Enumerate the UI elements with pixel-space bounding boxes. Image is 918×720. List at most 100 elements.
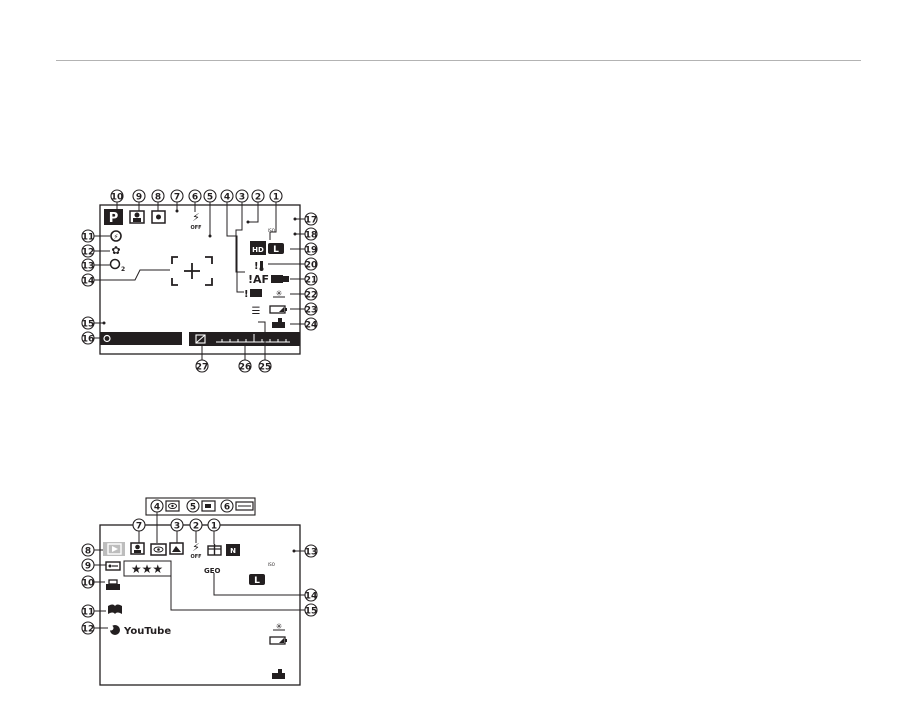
left-leader-lines: [94, 235, 170, 339]
svg-text:14: 14: [82, 277, 95, 287]
protect-icon: [105, 561, 121, 571]
print-order-icon: [106, 579, 120, 590]
svg-text:21: 21: [305, 276, 318, 286]
playback-lcd-frame: [99, 524, 301, 686]
exposure-comp-icon: [195, 334, 206, 344]
svg-text:10: 10: [111, 193, 124, 203]
svg-text:!: !: [254, 261, 259, 272]
playback-options-box: [145, 497, 256, 516]
bottom-leader-lines: [201, 321, 266, 360]
photobook-icon: [108, 604, 122, 614]
svg-text:N: N: [230, 547, 236, 555]
svg-text:11: 11: [82, 608, 95, 618]
svg-text:✿: ✿: [111, 244, 120, 257]
svg-text:19: 19: [305, 246, 318, 256]
svg-text:8: 8: [155, 193, 161, 203]
svg-text:23: 23: [305, 306, 318, 316]
upload-icon: [108, 625, 120, 635]
callout-pb-1: 1: [207, 518, 221, 532]
svg-text:☰: ☰: [252, 306, 261, 317]
svg-text:3: 3: [174, 522, 180, 532]
camera-warning-icon: !: [244, 289, 262, 300]
pb-scene-icon: [169, 542, 184, 555]
temperature-warning-icon: !: [254, 261, 264, 272]
svg-text:!: !: [244, 289, 249, 300]
svg-text:15: 15: [82, 320, 95, 330]
callout-pb-4: 4: [150, 499, 164, 513]
svg-text:⚡: ⚡: [192, 211, 200, 224]
dual-is-icon: [271, 275, 289, 283]
svg-text:5: 5: [207, 193, 213, 203]
svg-text:HD: HD: [252, 246, 264, 254]
pb-face-icon: [130, 542, 145, 555]
svg-text:5: 5: [190, 503, 196, 513]
frame-number-icon: N: [226, 544, 240, 556]
pb-battery-icon: [269, 636, 287, 645]
callout-pb-14: 14: [304, 588, 318, 602]
svg-text:17: 17: [305, 216, 318, 226]
hd-movie-icon: HD: [250, 241, 266, 255]
face-detection-icon: [129, 210, 145, 224]
svg-text:2: 2: [121, 266, 125, 273]
svg-text:9: 9: [85, 562, 91, 572]
red-eye-icon: [165, 500, 180, 512]
svg-text:L: L: [273, 245, 279, 255]
lead-dots: [175, 209, 250, 238]
svg-text:4: 4: [154, 503, 160, 513]
youtube-label: YouTube: [123, 626, 171, 637]
svg-text:7: 7: [174, 193, 180, 203]
callout-pb-12: 12: [81, 621, 95, 635]
camera-shake-icon: ☰: [252, 306, 261, 317]
program-mode-icon: [104, 209, 123, 225]
white-balance-icon: ✳: [273, 289, 285, 298]
svg-text:12: 12: [82, 625, 95, 635]
svg-text:9: 9: [136, 193, 142, 203]
svg-text:24: 24: [305, 321, 318, 331]
pb-red-eye-icon: [150, 543, 167, 556]
svg-text:OFF: OFF: [190, 554, 201, 560]
pb-flash-off-icon: ⚡ OFF: [190, 541, 201, 560]
playback-leader-lines: [94, 512, 305, 629]
callout-pb-5: 5: [186, 499, 200, 513]
callout-pb-8: 8: [81, 543, 95, 557]
svg-text:3: 3: [239, 193, 245, 203]
svg-text:13: 13: [82, 262, 95, 272]
svg-text:8: 8: [85, 547, 91, 557]
svg-text:⚡: ⚡: [114, 233, 119, 241]
callout-pb-7: 7: [132, 518, 146, 532]
callout-pb-10: 10: [81, 575, 95, 589]
header-rule: [56, 60, 861, 61]
svg-text:13: 13: [305, 548, 318, 558]
svg-text:18: 18: [305, 231, 318, 241]
status-icon: [103, 334, 111, 343]
panorama-icon: [235, 501, 254, 511]
callout-pb-11: 11: [81, 604, 95, 618]
svg-text:1: 1: [273, 193, 279, 203]
right-leader-lines: [268, 218, 305, 325]
svg-text:4: 4: [224, 193, 230, 203]
svg-text:7: 7: [136, 522, 142, 532]
status-bar: [100, 332, 182, 345]
af-warning-label: !AF: [248, 273, 269, 286]
pb-date-stamp-icon: [272, 669, 285, 679]
focus-frame: [171, 256, 213, 286]
svg-text:11: 11: [82, 233, 95, 243]
callout-pb-15: 15: [304, 603, 318, 617]
svg-text:2: 2: [193, 522, 199, 532]
callout-pb-9: 9: [81, 558, 95, 572]
svg-text:27: 27: [196, 363, 209, 373]
edit-icon: [201, 500, 216, 512]
iso-small-label: ISO: [268, 228, 275, 233]
callout-pb-6: 6: [220, 499, 234, 513]
svg-text:✳: ✳: [276, 289, 283, 298]
svg-text:✳: ✳: [276, 622, 283, 631]
svg-text:L: L: [254, 576, 260, 586]
pb-image-size-icon: L: [249, 574, 265, 586]
geo-label: GEO: [204, 567, 221, 575]
svg-text:26: 26: [239, 363, 252, 373]
macro-icon: ✿: [111, 244, 120, 257]
callout-pb-13: 13: [304, 544, 318, 558]
exposure-scale: [216, 334, 290, 343]
